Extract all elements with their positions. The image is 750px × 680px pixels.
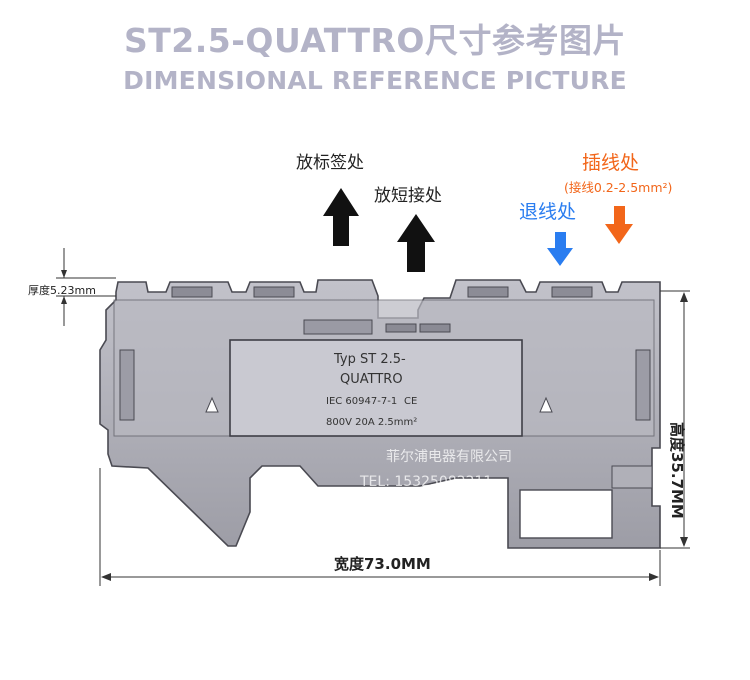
watermark-tel: TEL: 15325082211 bbox=[359, 474, 492, 490]
bridge-slot bbox=[385, 323, 417, 333]
plate-line-2: QUATTRO bbox=[340, 372, 403, 387]
bridge-slot bbox=[419, 323, 451, 333]
page-subtitle: DIMENSIONAL REFERENCE PICTURE bbox=[123, 66, 627, 95]
arrow-up-icon bbox=[323, 188, 359, 246]
short-area-callout: 放短接处 bbox=[374, 186, 442, 206]
thickness-dimension-label: 厚度5.23mm bbox=[28, 284, 96, 297]
dimension-arrowhead-icon bbox=[680, 537, 688, 547]
watermark-company: 菲尔浦电器有限公司 bbox=[386, 449, 512, 465]
side-cavity-right bbox=[635, 349, 651, 421]
dimension-arrowhead-icon bbox=[61, 296, 67, 304]
clamp-window bbox=[171, 286, 213, 298]
release-triangle-left bbox=[205, 396, 219, 413]
insert-area-note: (接线0.2-2.5mm²) bbox=[564, 180, 673, 195]
release-area-callout: 退线处 bbox=[519, 201, 577, 223]
side-cavity-left bbox=[119, 349, 135, 421]
label-area-callout: 放标签处 bbox=[296, 153, 364, 173]
plate-line-1: Typ ST 2.5- bbox=[333, 352, 406, 367]
insert-area-callout: 插线处 bbox=[582, 152, 640, 174]
clamp-window bbox=[551, 286, 593, 298]
dimension-arrowhead-icon bbox=[680, 292, 688, 302]
arrow-down-icon bbox=[547, 232, 573, 266]
dimension-arrowhead-icon bbox=[649, 573, 659, 581]
dimension-arrowhead-icon bbox=[61, 270, 67, 278]
bridge-slot bbox=[303, 319, 373, 335]
height-dimension-label: 高度35.7MM bbox=[668, 422, 686, 519]
plate-line-4: 800V 20A 2.5mm² bbox=[326, 417, 417, 428]
dimension-arrowhead-icon bbox=[101, 573, 111, 581]
page-title: ST2.5-QUATTRO尺寸参考图片 bbox=[124, 21, 626, 60]
foot-slot bbox=[611, 465, 653, 489]
clamp-window bbox=[253, 286, 295, 298]
nameplate bbox=[229, 339, 523, 437]
width-dimension-label: 宽度73.0MM bbox=[334, 555, 431, 573]
foot-window bbox=[519, 489, 613, 539]
arrow-up-icon bbox=[397, 214, 435, 272]
plate-line-3: IEC 60947-7-1 bbox=[326, 396, 397, 407]
arrow-down-icon bbox=[605, 206, 633, 244]
clamp-window bbox=[467, 286, 509, 298]
release-triangle-right bbox=[539, 396, 553, 413]
ce-mark: CE bbox=[404, 396, 417, 407]
